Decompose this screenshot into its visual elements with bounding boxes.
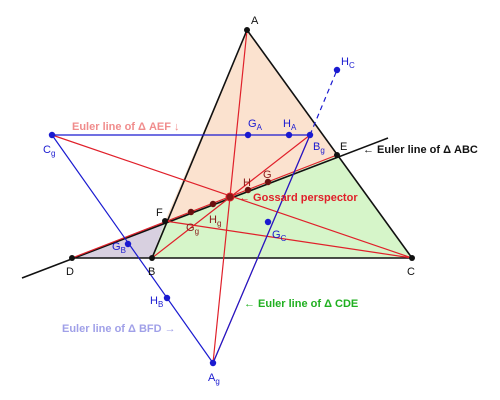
- euler-line-abc: [21, 137, 389, 279]
- triangle-aef-fill: [165, 30, 337, 221]
- label-g: G: [263, 169, 272, 181]
- caption-gossard: ← Gossard perspector: [239, 192, 358, 204]
- side-ac: [246, 29, 413, 259]
- caption-euler-cde: ← Euler line of Δ CDE: [244, 298, 358, 310]
- point-h: [244, 186, 252, 194]
- label-ag: Ag: [208, 372, 220, 386]
- point-hb: [163, 294, 171, 302]
- point-c: [409, 255, 415, 261]
- point-ga: [244, 131, 252, 139]
- point-b: [149, 255, 155, 261]
- point-gg: [187, 208, 195, 216]
- label-d: D: [66, 266, 74, 278]
- point-gb: [124, 240, 132, 248]
- point-ag: [209, 359, 217, 367]
- point-e: [334, 152, 340, 158]
- point-a: [244, 27, 250, 33]
- point-ha: [285, 131, 293, 139]
- label-hg: Hg: [209, 214, 221, 228]
- euler-line-bfd: [51, 134, 214, 364]
- label-gc: GC: [272, 229, 287, 243]
- label-hb: HB: [150, 295, 163, 309]
- point-gossard: [225, 192, 235, 202]
- label-f: F: [156, 207, 163, 219]
- red-line-f-c: [164, 220, 413, 259]
- euler-line-cde-extension: [309, 69, 338, 136]
- caption-euler-bfd: Euler line of Δ BFD →: [62, 323, 176, 335]
- label-cg: Cg: [43, 144, 55, 158]
- point-hc: [333, 66, 341, 74]
- point-cg: [48, 131, 56, 139]
- point-bg: [306, 131, 314, 139]
- caption-euler-abc: ← Euler line of Δ ABC: [363, 144, 478, 156]
- label-a: A: [251, 15, 259, 27]
- caption-euler-aef: Euler line of Δ AEF ↓: [72, 121, 180, 133]
- label-hc: HC: [341, 56, 355, 70]
- side-ab: [151, 29, 248, 259]
- point-gc: [264, 218, 272, 226]
- point-g: [264, 178, 272, 186]
- red-line-d-e: [71, 154, 338, 259]
- euler-line-cde: [212, 134, 311, 364]
- label-b: B: [148, 266, 155, 278]
- triangle-cde-fill: [152, 155, 412, 258]
- label-gb: GB: [112, 241, 126, 255]
- label-e: E: [340, 141, 347, 153]
- label-ha: HA: [283, 118, 297, 132]
- label-c: C: [407, 266, 415, 278]
- label-ga: GA: [248, 118, 263, 132]
- point-d: [69, 255, 75, 261]
- label-gg: Gg: [186, 222, 199, 236]
- point-f: [162, 218, 168, 224]
- label-bg: Bg: [313, 141, 325, 155]
- point-hg: [209, 200, 217, 208]
- label-h: H: [243, 177, 251, 189]
